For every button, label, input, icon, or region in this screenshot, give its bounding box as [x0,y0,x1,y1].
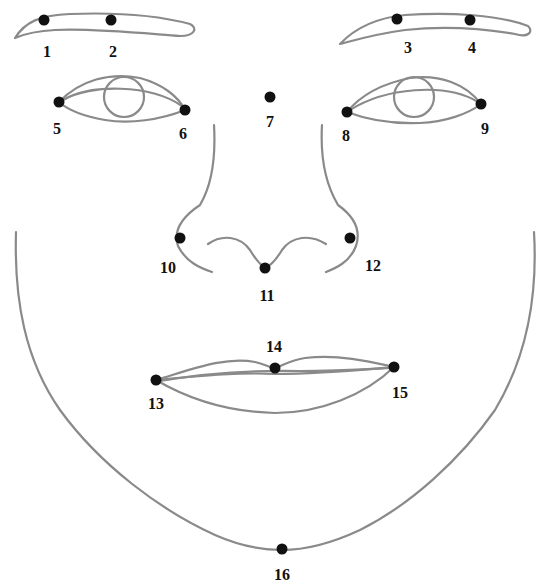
callout-number: 2 [109,44,117,60]
callout-number: 8 [342,128,350,144]
callout-number: 6 [179,126,187,142]
callout-number: 7 [266,114,274,130]
callout-number: 9 [481,121,489,137]
callout-number: 10 [160,260,176,276]
callout-number: 14 [266,339,282,355]
callout-number: 1 [43,44,51,60]
callout-number: 5 [53,121,61,137]
callout-number: 3 [404,40,412,56]
callout-number: 4 [468,40,476,56]
callout-number: 13 [148,396,164,412]
callout-number: 15 [392,385,408,401]
callout-number: 12 [365,258,381,274]
callout-number: 16 [274,567,290,583]
callout-number: 11 [259,288,274,304]
